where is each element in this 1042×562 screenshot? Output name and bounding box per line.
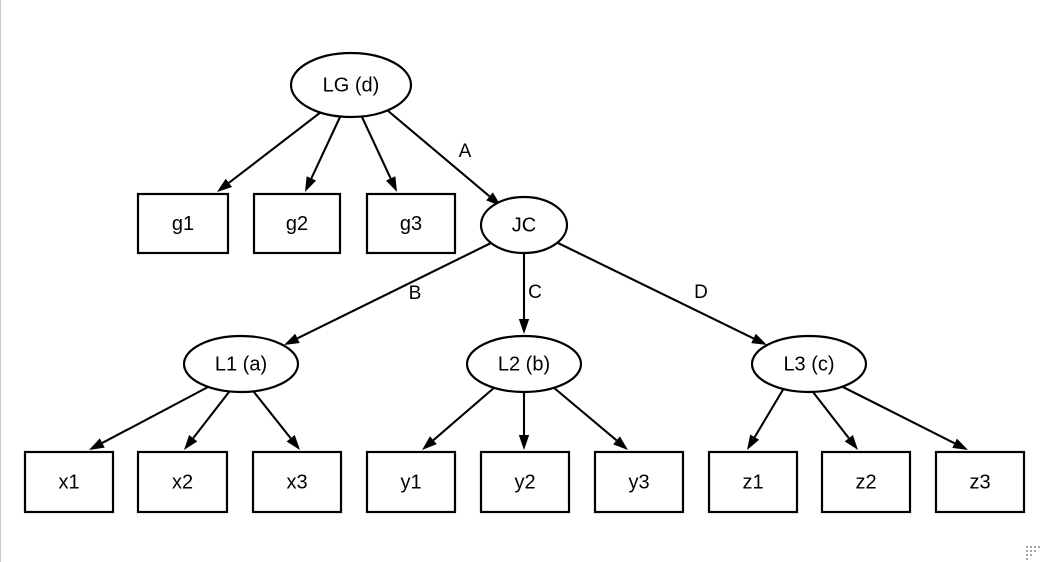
node-x3[interactable]: x3: [251, 450, 343, 514]
edge-JC-L2: [518, 253, 530, 334]
node-y3[interactable]: y3: [593, 450, 685, 514]
node-rect[interactable]: [707, 450, 799, 514]
node-y1[interactable]: y1: [365, 450, 457, 514]
edges-layer: [89, 109, 968, 450]
edge-L2-y3: [552, 386, 628, 450]
node-rect[interactable]: [820, 450, 912, 514]
node-rect[interactable]: [136, 192, 230, 255]
edge-LG-g3: [361, 116, 397, 192]
edge-L1-x2: [184, 391, 230, 450]
node-rect[interactable]: [251, 450, 343, 514]
node-x1[interactable]: x1: [23, 450, 115, 514]
edge-L1-x3: [253, 391, 300, 450]
edge-JC-L1: [284, 242, 492, 345]
node-g3[interactable]: g3: [365, 192, 457, 255]
edge-label-JC-L3: D: [694, 282, 708, 303]
edge-arrowhead: [613, 436, 628, 450]
edge-LG-g2: [305, 116, 341, 192]
edge-label-JC-L2: C: [528, 282, 542, 303]
edge-label-JC-L1: B: [409, 283, 422, 304]
node-ellipse[interactable]: [182, 334, 300, 394]
edge-L2-y2: [518, 392, 530, 450]
node-rect[interactable]: [365, 450, 457, 514]
edge-line: [310, 116, 341, 179]
edge-L2-y1: [422, 386, 496, 450]
node-z2[interactable]: z2: [820, 450, 912, 514]
edge-line: [753, 387, 785, 438]
node-rect[interactable]: [479, 450, 571, 514]
node-JC[interactable]: JC: [479, 195, 569, 255]
node-y2[interactable]: y2: [479, 450, 571, 514]
edge-arrowhead: [385, 176, 397, 192]
edge-arrowhead: [518, 319, 530, 334]
node-LG[interactable]: LG (d): [289, 51, 413, 119]
edge-L3-z3: [838, 384, 968, 450]
edge-arrowhead: [952, 438, 968, 450]
node-rect[interactable]: [136, 450, 229, 514]
resize-grip-handle[interactable]: [1024, 544, 1040, 560]
edge-line: [432, 386, 496, 441]
edge-line: [838, 384, 956, 445]
edge-line: [101, 386, 209, 444]
node-rect[interactable]: [593, 450, 685, 514]
edge-arrowhead: [286, 435, 300, 450]
edge-line: [253, 391, 292, 439]
node-L3[interactable]: L3 (c): [750, 334, 868, 394]
edge-L3-z2: [812, 391, 858, 450]
edge-arrowhead: [747, 434, 760, 450]
edge-arrowhead: [751, 333, 767, 345]
edge-arrowhead: [422, 436, 437, 450]
edge-LG-g1: [217, 111, 322, 192]
node-x2[interactable]: x2: [136, 450, 229, 514]
node-L2[interactable]: L2 (b): [465, 334, 583, 394]
edge-arrowhead: [89, 438, 105, 450]
node-ellipse[interactable]: [465, 334, 583, 394]
edge-line: [361, 116, 392, 179]
node-g2[interactable]: g2: [252, 192, 342, 255]
edge-line: [557, 242, 754, 340]
edge-line: [386, 109, 491, 198]
edge-line: [812, 391, 850, 439]
edge-line: [552, 386, 618, 442]
edge-L1-x1: [89, 386, 209, 450]
edge-arrowhead: [518, 435, 530, 450]
node-rect[interactable]: [365, 192, 457, 255]
edge-label-LG-JC: A: [459, 141, 472, 162]
edge-JC-L3: [557, 242, 767, 345]
node-z1[interactable]: z1: [707, 450, 799, 514]
edge-line: [192, 391, 230, 439]
edge-arrowhead: [284, 333, 300, 345]
edge-LG-JC: [386, 109, 501, 206]
edge-arrowhead: [305, 176, 317, 192]
edge-arrowhead: [217, 178, 233, 192]
node-L1[interactable]: L1 (a): [182, 334, 300, 394]
node-rect[interactable]: [252, 192, 342, 255]
node-ellipse[interactable]: [479, 195, 569, 255]
node-rect[interactable]: [23, 450, 115, 514]
node-ellipse[interactable]: [289, 51, 413, 119]
node-ellipse[interactable]: [750, 334, 868, 394]
node-rect[interactable]: [934, 450, 1026, 514]
edge-arrowhead: [844, 434, 858, 450]
edge-L3-z1: [747, 387, 785, 450]
node-z3[interactable]: z3: [934, 450, 1026, 514]
edge-line: [296, 242, 492, 340]
edge-line: [228, 111, 322, 184]
node-g1[interactable]: g1: [136, 192, 230, 255]
edge-arrowhead: [184, 434, 198, 450]
